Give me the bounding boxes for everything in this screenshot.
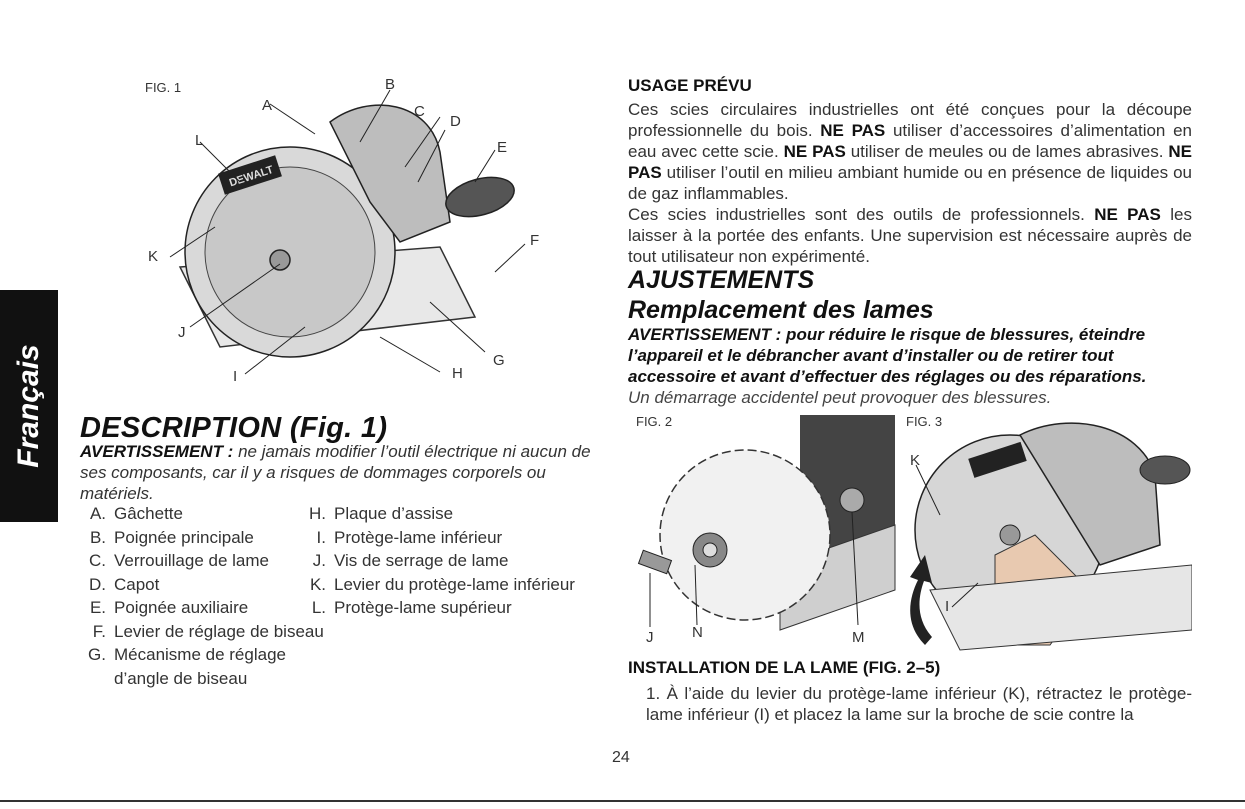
install-step-1: 1. À l’aide du levier du protège-lame in… xyxy=(646,684,1192,724)
part-item: K.Levier du protège-lame inférieur xyxy=(309,574,575,594)
description-warning: AVERTISSEMENT : ne jamais modifier l’out… xyxy=(80,441,610,504)
callout-g: G xyxy=(493,352,505,369)
adjustments-heading: AJUSTEMENTS xyxy=(628,266,815,294)
blade-replacement-heading: Remplacement des lames xyxy=(628,296,934,324)
warning-label: AVERTISSEMENT : xyxy=(80,442,234,461)
callout-b: B xyxy=(385,76,396,93)
part-item: d’angle de biseau xyxy=(114,668,248,688)
blade-guard-illustration xyxy=(910,422,1192,651)
adjustments-note: Un démarrage accidentel peut provoquer d… xyxy=(628,388,1052,407)
fig2-label: FIG. 2 xyxy=(636,414,673,429)
callout-c: C xyxy=(414,103,425,120)
part-item: L.Protège-lame supérieur xyxy=(311,598,512,617)
part-item: H.Plaque d’assise xyxy=(309,504,454,523)
part-item: E.Poignée auxiliaire xyxy=(89,598,249,617)
usage-paragraph-2: Ces scies industrielles sont des outils … xyxy=(628,205,1192,266)
part-item: B.Poignée principale xyxy=(89,527,254,547)
callout-e: E xyxy=(497,139,508,156)
part-item: J.Vis de serrage de lame xyxy=(312,551,509,570)
fig1-label: FIG. 1 xyxy=(145,80,182,95)
language-tab: Français xyxy=(0,290,58,522)
circular-saw-illustration: DEWALT xyxy=(169,89,526,375)
part-item: I.Protège-lame inférieur xyxy=(316,527,503,547)
fig2-callout-n: N xyxy=(692,624,703,641)
install-heading: INSTALLATION DE LA LAME (FIG. 2–5) xyxy=(628,658,941,677)
fig3-label: FIG. 3 xyxy=(906,414,943,429)
parts-list-right: H.Plaque d’assise I.Protège-lame inférie… xyxy=(300,502,575,620)
part-item: C.Verrouillage de lame xyxy=(89,551,269,570)
callout-i: I xyxy=(233,368,238,385)
usage-heading: USAGE PRÉVU xyxy=(628,76,752,95)
blade-assembly-illustration xyxy=(637,415,896,631)
fig2-callout-m: M xyxy=(852,629,865,646)
callout-a: A xyxy=(262,97,273,114)
fig3-callout-k: K xyxy=(910,452,921,469)
description-heading: DESCRIPTION (Fig. 1) xyxy=(80,412,388,444)
part-item: G.Mécanisme de réglage xyxy=(88,645,286,664)
callout-d: D xyxy=(450,113,461,130)
language-tab-label: Français xyxy=(12,344,45,468)
part-item: A.Gâchette xyxy=(89,504,183,523)
fig2-callout-j: J xyxy=(646,629,654,646)
adjustments-warning: AVERTISSEMENT : pour réduire le risque d… xyxy=(628,325,1147,386)
usage-paragraph-1: Ces scies circulaires industrielles ont … xyxy=(628,100,1192,203)
fig3-callout-i: I xyxy=(945,598,950,615)
callout-f: F xyxy=(530,232,540,249)
callout-k: K xyxy=(148,248,159,265)
callout-l: L xyxy=(195,132,204,149)
callout-h: H xyxy=(452,365,463,382)
page-number: 24 xyxy=(612,749,630,766)
part-item: D.Capot xyxy=(89,574,160,594)
part-item: F.Levier de réglage de biseau xyxy=(92,621,324,641)
callout-j: J xyxy=(178,324,186,341)
parts-list-left: A.Gâchette B.Poignée principale C.Verrou… xyxy=(80,502,324,690)
bottom-rule xyxy=(0,800,1245,802)
warning-text: ne jamais modifier l’outil électrique ni… xyxy=(80,442,591,503)
